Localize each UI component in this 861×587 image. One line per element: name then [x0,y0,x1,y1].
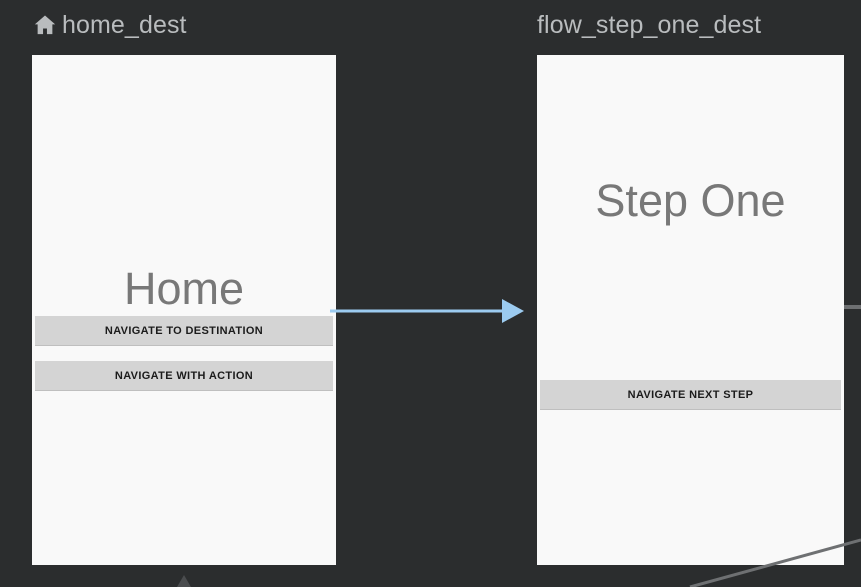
destination-preview-flow-step-one-dest[interactable]: Step One NAVIGATE NEXT STEP [537,55,844,565]
destination-header-home-dest: home_dest [32,8,187,42]
action-arrow-home-to-step-one[interactable] [330,295,526,327]
destination-header-flow-step-one-dest: flow_step_one_dest [537,8,761,42]
preview-screen-title: Home [123,263,245,314]
destination-title: flow_step_one_dest [537,11,762,39]
edge-stub-outgoing-right[interactable] [844,305,861,309]
preview-screen-title: Step One [595,175,786,226]
navigate-to-destination-button[interactable]: NAVIGATE TO DESTINATION [35,316,333,346]
destination-title: home_dest [62,11,187,39]
home-icon [34,15,56,35]
navigate-with-action-button[interactable]: NAVIGATE WITH ACTION [35,361,333,391]
edge-arrow-tip-incoming-home [177,575,191,587]
navigate-next-step-button[interactable]: NAVIGATE NEXT STEP [540,380,841,410]
destination-preview-home-dest[interactable]: Home NAVIGATE TO DESTINATION NAVIGATE WI… [32,55,336,565]
